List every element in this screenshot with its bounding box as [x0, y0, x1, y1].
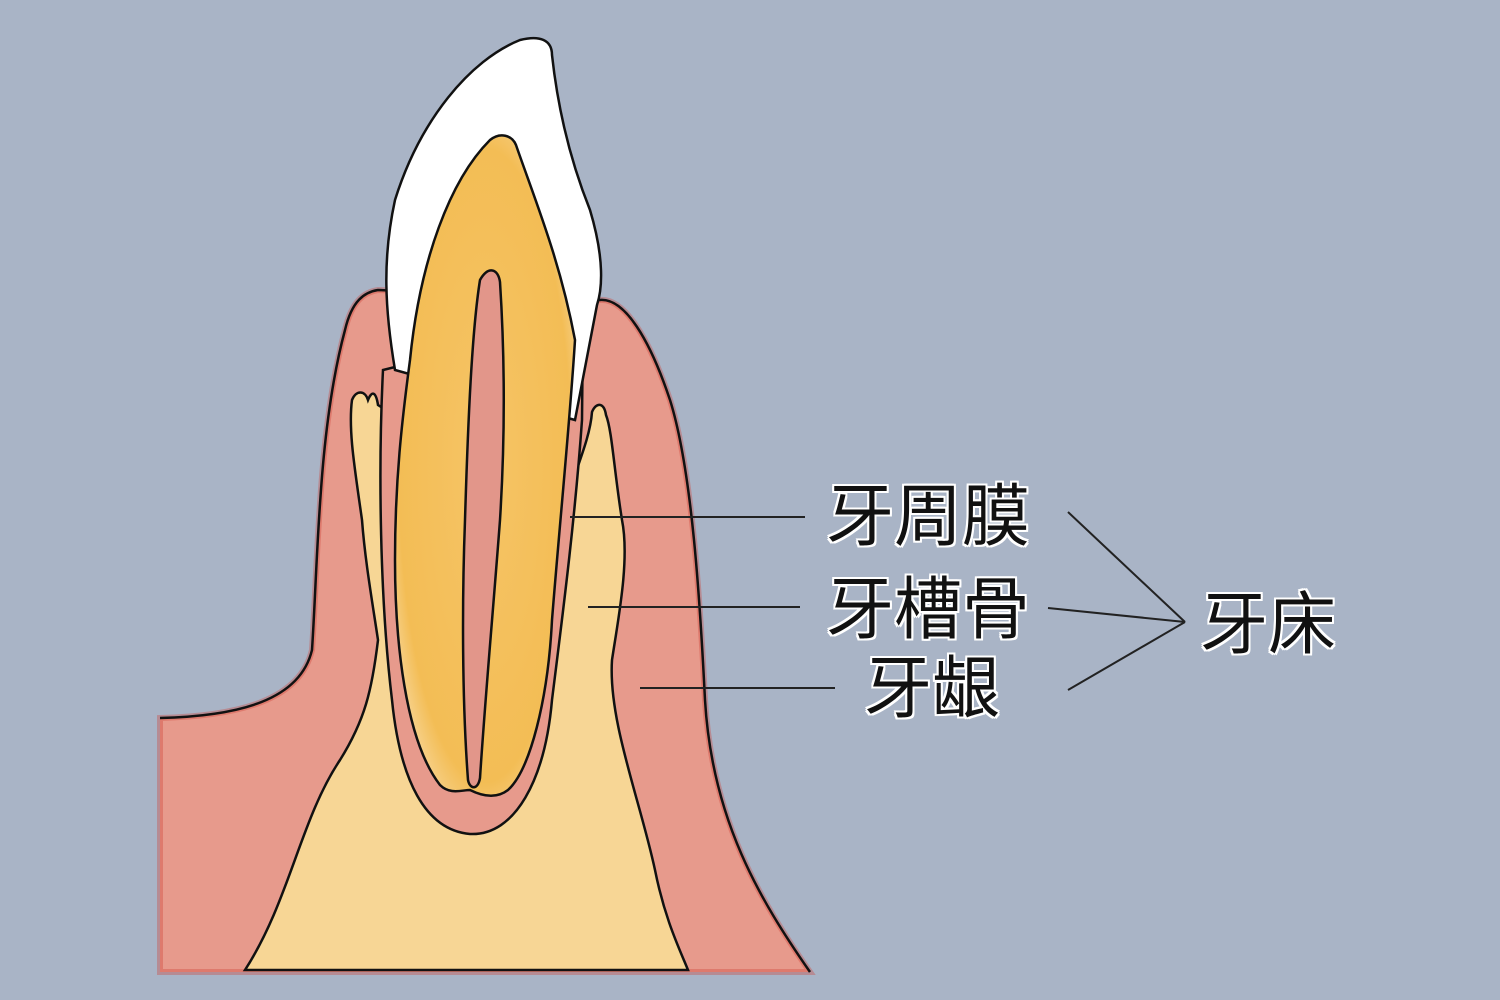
- label-gingiva: 牙龈: [864, 650, 1001, 729]
- bracket-line-bottom: [1067, 621, 1186, 691]
- label-gum-bed: 牙床: [1200, 586, 1337, 665]
- pulp-shape: [461, 269, 505, 789]
- bracket-line-top: [1067, 511, 1186, 623]
- label-periodontal-membrane: 牙周膜: [826, 478, 1031, 557]
- bracket-line-mid: [1047, 607, 1186, 623]
- gingiva-outline: [159, 288, 812, 973]
- label-alveolar-bone: 牙槽骨: [826, 571, 1031, 650]
